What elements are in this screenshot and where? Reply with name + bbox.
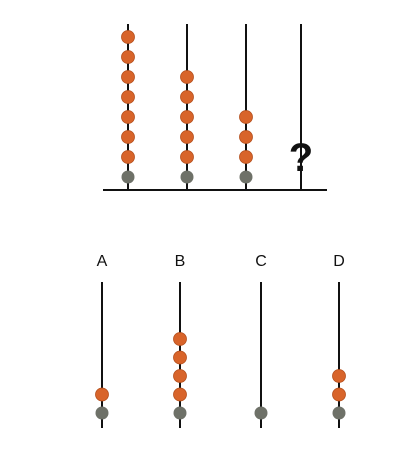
option-d-gray-bead [332,406,346,420]
puzzle-rod-2-orange-bead [180,70,194,84]
puzzle-rod-1-orange-bead [121,50,135,64]
answer-options [95,282,346,428]
option-c-gray-bead [254,406,268,420]
option-b-orange-bead [173,332,187,346]
puzzle-rod-3-orange-bead [239,110,253,124]
option-label-d[interactable]: D [333,253,345,270]
option-b-orange-bead [173,369,187,383]
option-b-orange-bead [173,387,187,402]
puzzle-rod-1-orange-bead [121,70,135,84]
puzzle-rod-2-orange-bead [180,110,194,124]
puzzle-rod-2-gray-bead [180,170,194,184]
option-a-gray-bead [95,406,109,420]
puzzle-rod-1-orange-bead [121,30,135,44]
option-a-orange-bead [95,387,109,402]
option-d-orange-bead [332,387,346,402]
puzzle-rod-1-orange-bead [121,110,135,124]
option-label-c[interactable]: C [255,253,267,270]
puzzle-rod-2-orange-bead [180,130,194,144]
option-b-orange-bead [173,350,187,365]
option-label-a[interactable]: A [96,253,108,270]
puzzle-rod-3-orange-bead [239,150,253,164]
puzzle-rod-2-orange-bead [180,150,194,164]
puzzle-abacus [103,24,327,191]
puzzle-rod-2-orange-bead [180,90,194,104]
puzzle-rod-1-gray-bead [121,170,135,184]
puzzle-rod-3-orange-bead [239,130,253,144]
puzzle-rod-1-orange-bead [121,130,135,144]
question-mark: ? [288,136,314,180]
puzzle-rod-1-orange-bead [121,150,135,164]
puzzle-rod-3-gray-bead [239,170,253,184]
puzzle-rod-1-orange-bead [121,90,135,104]
option-d-orange-bead [332,369,346,383]
option-label-b[interactable]: B [174,253,186,270]
option-b-gray-bead [173,406,187,420]
